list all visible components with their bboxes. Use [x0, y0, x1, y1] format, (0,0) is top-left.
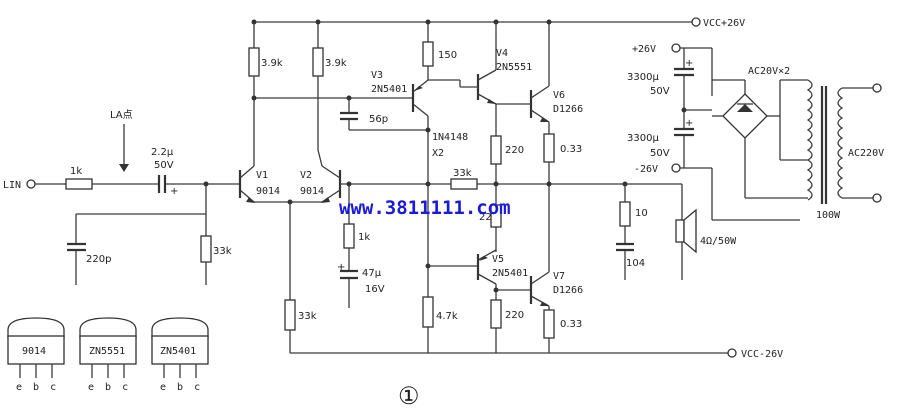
- ps-cap2-value: 3300μ: [627, 133, 659, 144]
- v4-type: 2N5551: [496, 62, 532, 73]
- ps-cap1-voltage: 50V: [650, 86, 670, 97]
- r033a-resistor: [543, 133, 555, 163]
- feedback-33k-value: 33k: [453, 168, 472, 179]
- ps-negative-label: -26V: [634, 164, 658, 175]
- r220a-resistor: [490, 135, 502, 165]
- r033a-value: 0.33: [560, 144, 582, 155]
- watermark: www.3811111.com: [339, 197, 511, 219]
- r220b-resistor: [490, 299, 502, 329]
- input-cap-value: 2.2μ: [151, 147, 174, 158]
- v2-type: 9014: [300, 186, 324, 197]
- input-cap-voltage: 50V: [154, 160, 174, 171]
- package-zn5401: ZN5401 e b c: [151, 317, 209, 393]
- ps-cap2-voltage: 50V: [650, 148, 670, 159]
- transformer-rating: 100W: [816, 210, 841, 221]
- r220b-value: 220: [505, 310, 524, 321]
- v2-collector-resistor: [312, 47, 324, 77]
- r47k-resistor: [422, 296, 434, 328]
- package-zn5551-name: ZN5551: [89, 346, 125, 357]
- cap-47u-value: 47μ: [362, 268, 382, 279]
- vcc-positive-label: VCC+26V: [703, 18, 745, 29]
- transistor-v6: V6 D1266: [529, 85, 583, 123]
- tail-resistor: [284, 299, 296, 331]
- package-9014-pins: e b c: [16, 382, 56, 393]
- svg-text:+: +: [685, 58, 693, 69]
- feedback-1k-resistor: [343, 223, 355, 249]
- r033b-resistor: [543, 309, 555, 339]
- input-resistor: [65, 178, 93, 190]
- v7-ref: V7: [553, 271, 565, 282]
- tail-resistor-value: 33k: [298, 311, 317, 322]
- package-zn5551: ZN5551 e b c: [79, 317, 137, 393]
- speaker-icon: [675, 184, 697, 280]
- svg-text:+: +: [685, 118, 693, 129]
- r150-value: 150: [438, 50, 457, 61]
- feedback-1k-value: 1k: [358, 232, 370, 243]
- r47k-value: 4.7k: [436, 311, 458, 322]
- v3-type: 2N5401: [371, 84, 407, 95]
- feedback-33k-resistor: [450, 178, 478, 190]
- v1-collector-resistor-value: 3.9k: [261, 58, 283, 69]
- vcc-negative-label: VCC-26V: [741, 349, 783, 360]
- v6-type: D1266: [553, 104, 583, 115]
- r22-value: 22: [479, 212, 492, 223]
- primary-label: AC220V: [848, 148, 884, 159]
- speaker-label: 4Ω/50W: [700, 236, 737, 247]
- power-supply: +26V + 3300μ 50V + 3300μ 50V -26V: [627, 43, 884, 221]
- transistor-v2: V2 9014: [300, 165, 342, 203]
- diode-type: 1N4148: [432, 132, 468, 143]
- svg-text:+: +: [337, 262, 345, 273]
- package-9014: 9014 e b c: [7, 317, 65, 393]
- v7-type: D1266: [553, 285, 583, 296]
- r150-resistor: [422, 41, 434, 67]
- package-zn5551-pins: e b c: [88, 382, 128, 393]
- bias-resistor: [200, 235, 212, 263]
- package-9014-name: 9014: [22, 346, 46, 357]
- zobel-resistor-value: 10: [635, 208, 648, 219]
- figure-number: ①: [398, 382, 420, 410]
- ps-cap1-value: 3300μ: [627, 72, 659, 83]
- ps-positive-label: +26V: [632, 44, 656, 55]
- diode-ref: X2: [432, 148, 444, 159]
- vcc-positive-rail: VCC+26V: [252, 17, 745, 29]
- cap-47u-voltage: 16V: [365, 284, 385, 295]
- zobel-cap-value: 104: [626, 258, 645, 269]
- vcc-negative-rail: VCC-26V: [290, 348, 783, 360]
- v2-collector-resistor-value: 3.9k: [325, 58, 347, 69]
- transistor-v4: V4 2N5551: [476, 48, 532, 105]
- v1-ref: V1: [256, 170, 268, 181]
- bias-resistor-value: 33k: [213, 246, 232, 257]
- v1-type: 9014: [256, 186, 280, 197]
- transistor-v7: V7 D1266: [529, 271, 583, 307]
- v5-ref: V5: [492, 254, 504, 265]
- v4-ref: V4: [496, 48, 508, 59]
- r033b-value: 0.33: [560, 319, 582, 330]
- transistor-v5: V5 2N5401: [476, 249, 528, 285]
- la-point-label: LA点: [110, 109, 133, 121]
- cap-56p-value: 56p: [369, 114, 388, 125]
- input-label: LIN: [3, 180, 21, 191]
- v1-collector-resistor: [248, 47, 260, 77]
- package-zn5401-name: ZN5401: [160, 346, 196, 357]
- v2-ref: V2: [300, 170, 312, 181]
- r220a-value: 220: [505, 145, 524, 156]
- input-section: LIN 1k + 2.2μ 50V LA点 220p 33k: [3, 109, 240, 285]
- svg-text:+: +: [170, 186, 178, 197]
- input-resistor-value: 1k: [70, 166, 82, 177]
- transistor-v1: V1 9014: [238, 165, 280, 203]
- v3-ref: V3: [371, 70, 383, 81]
- v5-type: 2N5401: [492, 268, 528, 279]
- v6-ref: V6: [553, 90, 565, 101]
- transistor-v3: V3 2N5401: [371, 70, 429, 117]
- cap-220p-value: 220p: [86, 254, 111, 265]
- package-zn5401-pins: e b c: [160, 382, 200, 393]
- zobel-resistor: [619, 201, 631, 227]
- secondary-label: AC20V×2: [748, 66, 790, 77]
